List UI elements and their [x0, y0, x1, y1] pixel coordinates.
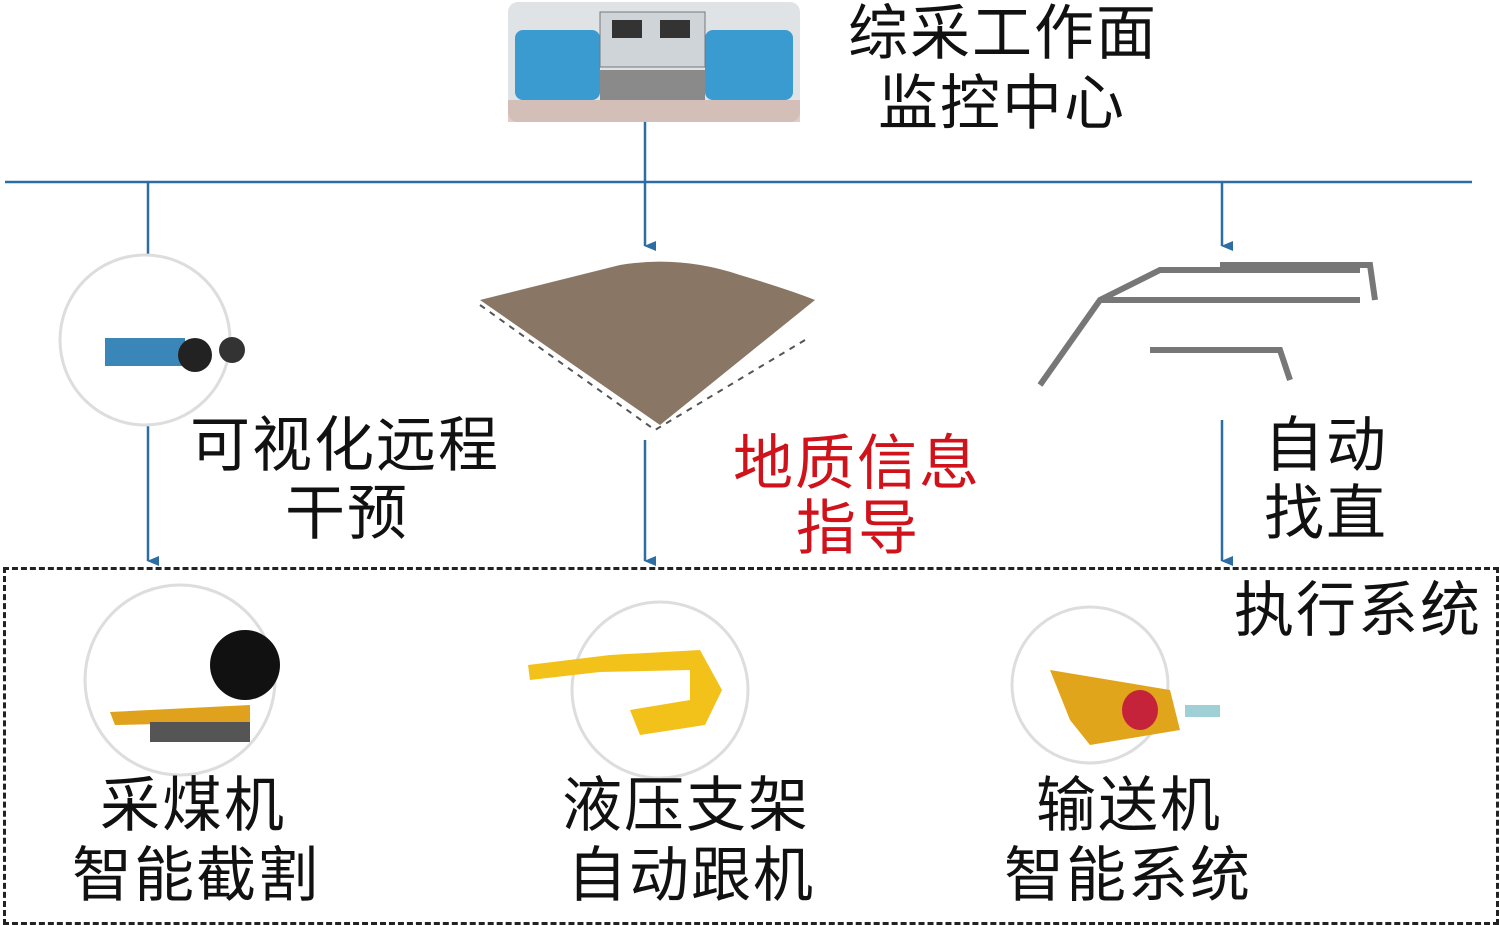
support-line1: 液压支架 — [562, 771, 810, 841]
remote-visual-image — [58, 253, 245, 427]
center-title-line2: 监控中心 — [878, 69, 1126, 139]
visual-remote-line1: 可视化远程 — [190, 411, 500, 481]
support-line2: 自动跟机 — [567, 841, 815, 911]
center-title-line1: 综采工作面 — [848, 0, 1158, 69]
geology-line2: 指导 — [796, 494, 920, 564]
shearer-line1: 采煤机 — [100, 771, 286, 841]
control-center-image — [508, 2, 800, 122]
shearer-image — [83, 583, 280, 777]
geology-line1: 地质信息 — [733, 429, 981, 499]
straighten-line1: 自动 — [1264, 411, 1388, 481]
conveyor-line1: 输送机 — [1036, 771, 1222, 841]
hydraulic-support-image — [528, 600, 750, 780]
straightening-image — [1037, 262, 1378, 387]
conveyor-line2: 智能系统 — [1004, 841, 1252, 911]
execution-system-box — [3, 567, 1499, 925]
execution-system-title: 执行系统 — [1234, 576, 1482, 646]
geology-surface-image — [479, 261, 815, 432]
shearer-line2: 智能截割 — [72, 841, 320, 911]
straighten-line2: 找直 — [1264, 479, 1388, 549]
conveyor-image — [1010, 605, 1220, 765]
visual-remote-line2: 干预 — [285, 479, 409, 549]
